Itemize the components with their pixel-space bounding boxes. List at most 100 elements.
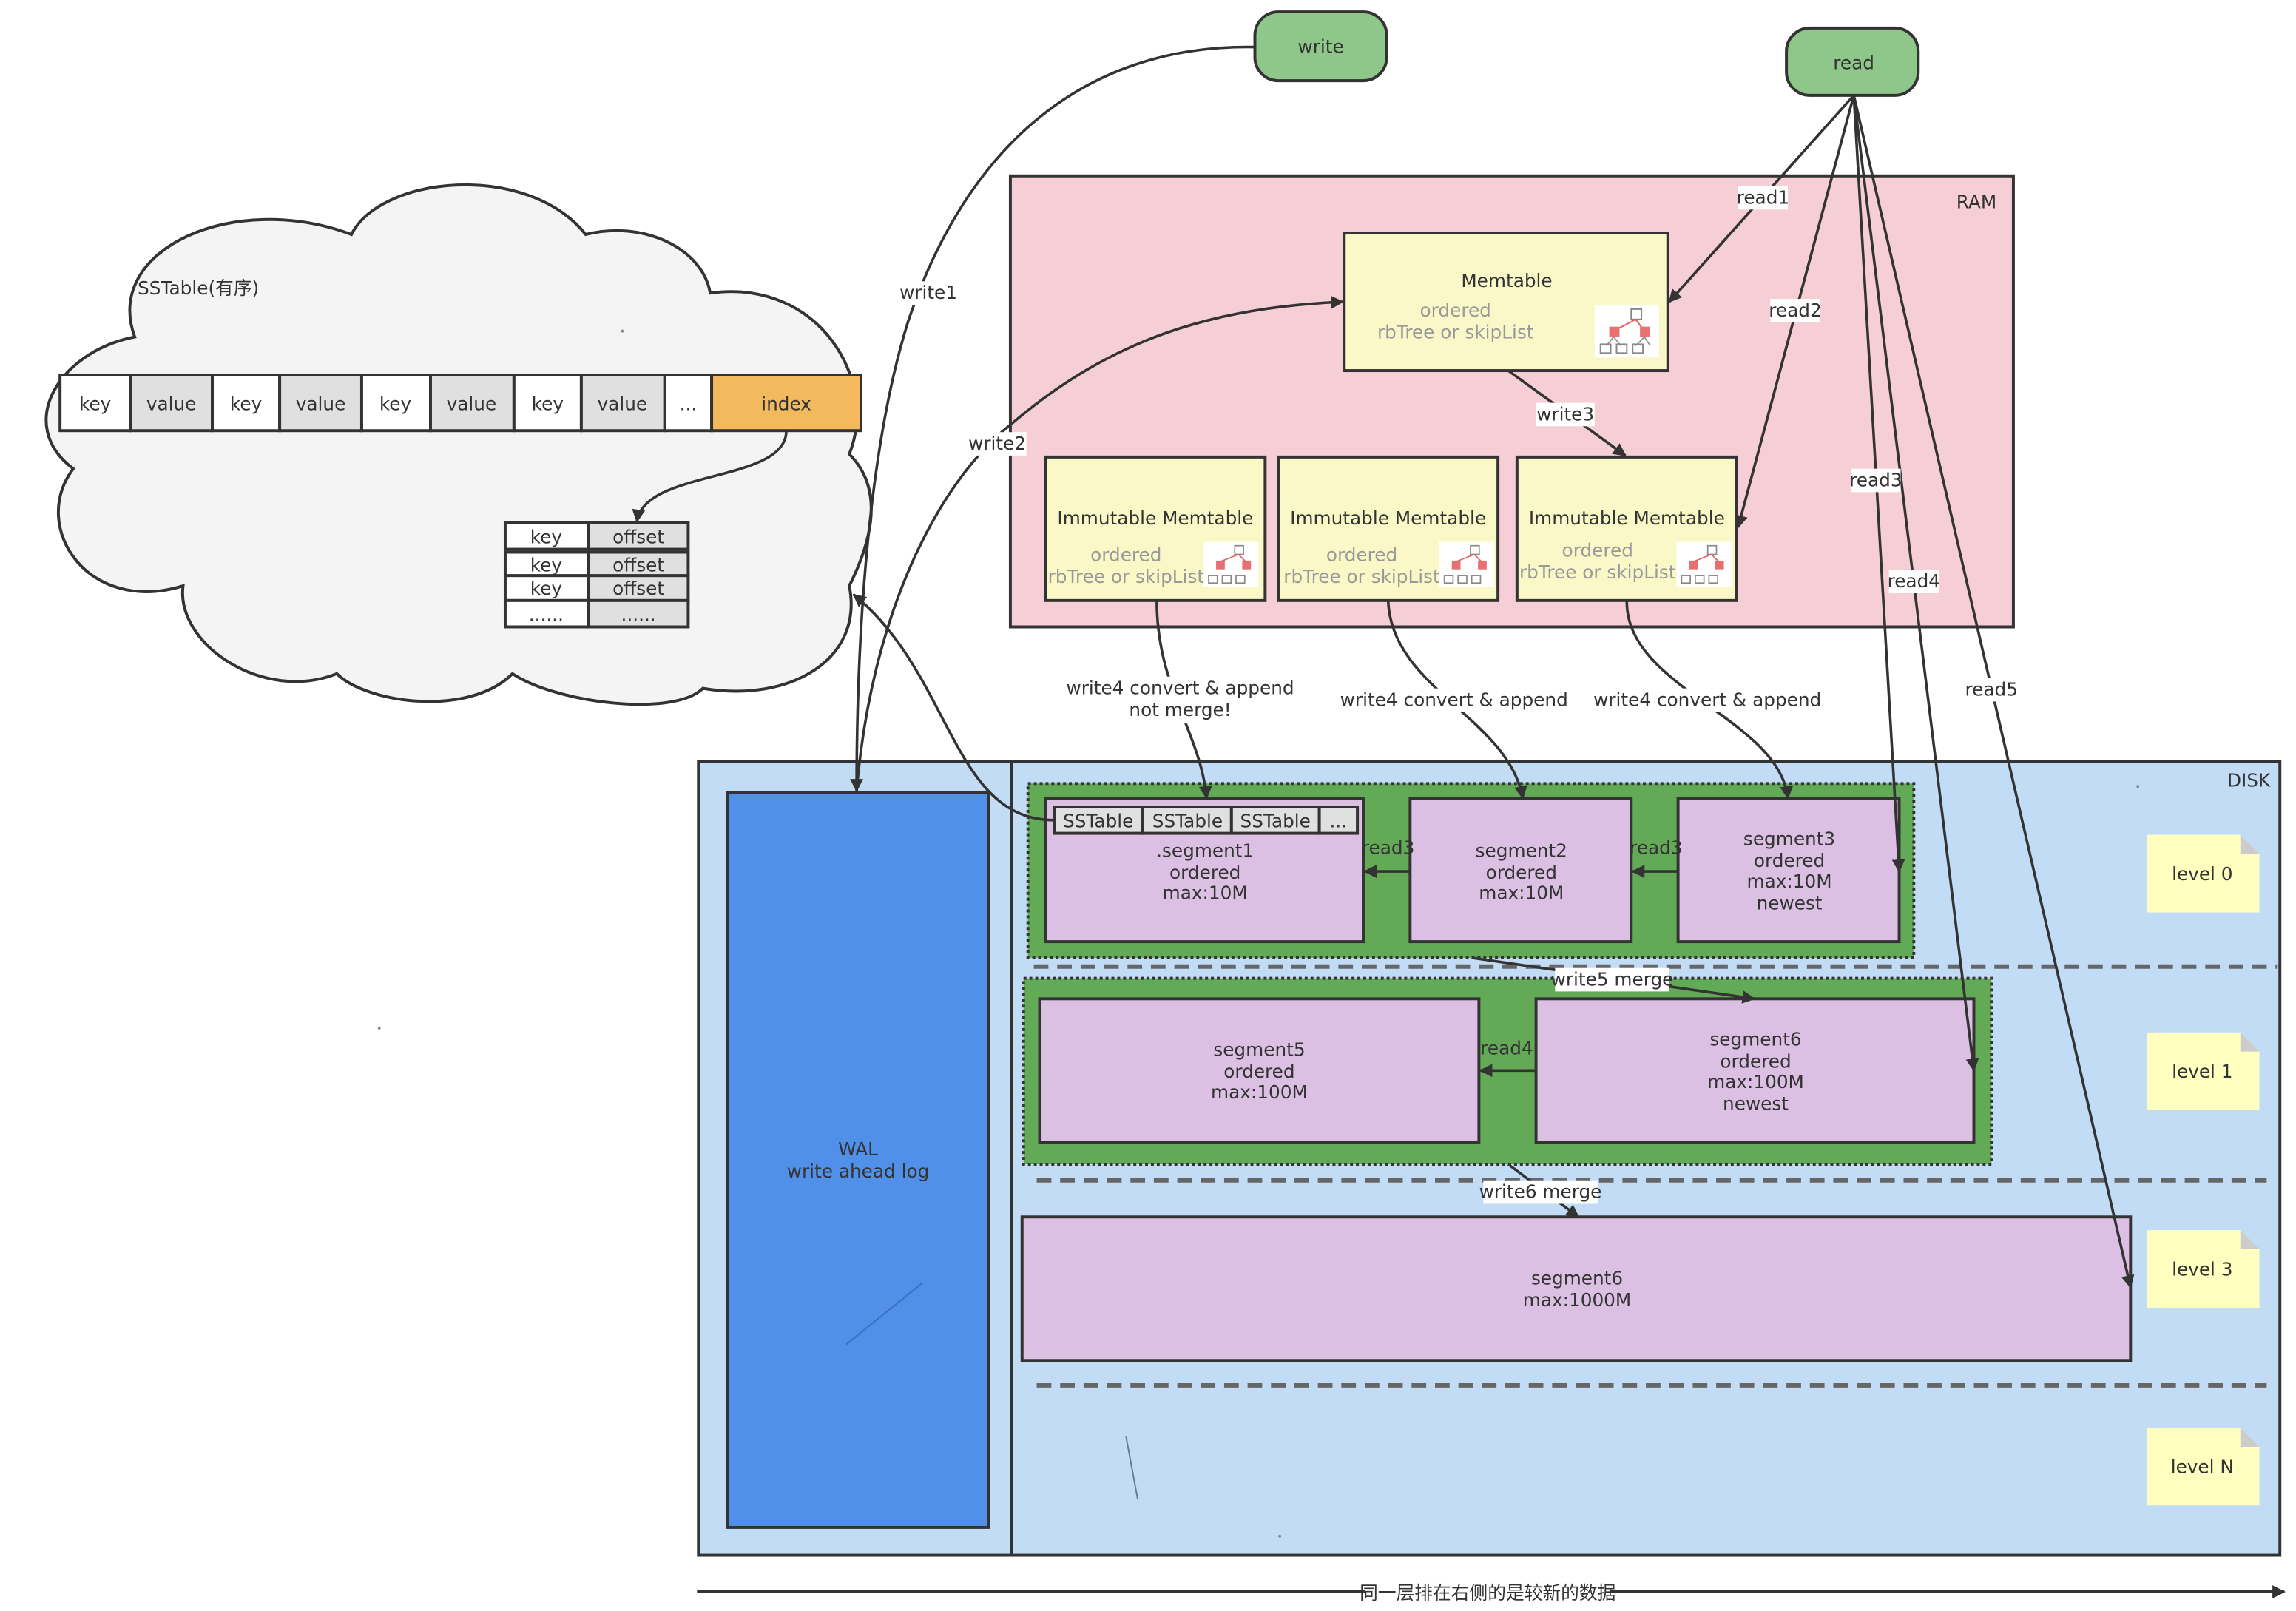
tree-icon <box>1203 541 1259 587</box>
sstable-row: key value key value key value key value … <box>58 374 862 433</box>
label-write5: write5 merge <box>1551 968 1674 990</box>
immutable-line2: rbTree or skipList <box>1519 561 1676 583</box>
sstable-strip: SSTable SSTable SSTable ... <box>1053 806 1360 835</box>
cell-key-text: key <box>79 394 111 415</box>
segment6-level3[interactable]: segment6 max:1000M <box>1020 1215 2133 1362</box>
edge-labels: write1 write2 write3 write4 convert & ap… <box>899 186 2018 1204</box>
index-text: ...... <box>529 604 564 626</box>
cell-key <box>211 374 282 433</box>
cell-key <box>58 374 132 433</box>
label-read4-a: read4 <box>1480 1038 1533 1059</box>
label-write4-b: write4 convert & append <box>1340 689 1568 710</box>
cell-index-text: index <box>761 394 811 415</box>
memtable-line1: ordered <box>1420 300 1491 321</box>
level-note-1: level 1 <box>2147 1032 2260 1110</box>
immutable-line1: ordered <box>1090 544 1161 565</box>
cell-value-text: value <box>146 394 197 415</box>
read-node-label: read <box>1833 52 1874 73</box>
segment6-level1[interactable]: segment6 ordered max:100M newest <box>1534 997 1976 1144</box>
cell-value <box>579 374 666 433</box>
ram-region: RAM Memtable ordered rbTree or skipList … <box>1008 174 2015 629</box>
index-key-cell <box>503 598 590 629</box>
index-offset-cell <box>587 521 690 551</box>
stray-line <box>1125 1436 1139 1500</box>
segment5[interactable]: segment5 ordered max:100M <box>1038 997 1481 1144</box>
label-read3: read3 <box>1849 469 1902 490</box>
index-edge <box>632 430 788 523</box>
label-write4-c: write4 convert & append <box>1593 689 1821 710</box>
write-node[interactable]: write <box>1253 10 1388 83</box>
tree-icon <box>1439 541 1494 587</box>
segment2[interactable]: segment2 ordered max:10M <box>1408 797 1633 944</box>
tree-icon <box>1594 304 1659 358</box>
memtable-line2: rbTree or skipList <box>1377 322 1534 343</box>
cell-key <box>359 374 432 433</box>
immutable-memtable-3[interactable]: Immutable Memtable ordered rbTree or ski… <box>1515 455 1738 602</box>
tree-icon <box>1676 541 1732 587</box>
level-note-3: level 3 <box>2147 1230 2260 1308</box>
disk-label: DISK <box>2227 769 2271 791</box>
index-text: key <box>530 578 562 599</box>
cell-value <box>129 374 215 433</box>
segment-line: ordered <box>1169 862 1240 883</box>
cloud-shape <box>44 183 873 706</box>
immutable-line2: rbTree or skipList <box>1283 566 1440 587</box>
cell-index <box>710 374 862 433</box>
sstable-cell: SSTable <box>1152 811 1223 832</box>
level-note-0: level 0 <box>2147 834 2260 913</box>
wal-block[interactable]: WAL write ahead log <box>726 791 990 1529</box>
label-read3-a: read3 <box>1362 837 1414 858</box>
immutable-line2: rbTree or skipList <box>1048 566 1205 587</box>
label-write2: write2 <box>968 433 1026 454</box>
cell-ellipsis-text: ... <box>680 394 698 415</box>
stray-dot <box>1278 1534 1282 1538</box>
segment-line: segment6 <box>1709 1029 1801 1050</box>
level0-group: SSTable SSTable SSTable ... .segment1 or… <box>1026 782 1916 959</box>
segment-line: max:100M <box>1211 1081 1308 1103</box>
cell-key-text: key <box>379 394 411 415</box>
index-table: key offset key offset key offset ...... … <box>503 521 690 629</box>
label-read3-b: read3 <box>1630 837 1682 858</box>
segment-line: .segment1 <box>1156 840 1254 861</box>
write-node-label: write <box>1297 36 1343 57</box>
index-text: ...... <box>621 604 656 626</box>
level-note-text: level N <box>2171 1456 2234 1478</box>
memtable[interactable]: Memtable ordered rbTree or skipList <box>1343 232 1669 373</box>
immutable-line1: ordered <box>1562 539 1633 561</box>
level-note-text: level 1 <box>2172 1061 2232 1082</box>
edge-segment-to-sstable <box>852 593 1055 822</box>
index-text: offset <box>612 554 664 575</box>
index-text: offset <box>612 527 664 548</box>
wal-title: WAL <box>838 1138 878 1160</box>
segment-line: max:10M <box>1163 882 1248 904</box>
cloud-dot <box>621 329 624 333</box>
cell-key-text: key <box>230 394 262 415</box>
segment1[interactable]: SSTable SSTable SSTable ... .segment1 or… <box>1044 797 1365 944</box>
segment-line: ordered <box>1720 1050 1791 1072</box>
edge-write2 <box>855 295 1345 791</box>
index-offset-cell <box>587 550 690 578</box>
ram-label: RAM <box>1956 191 1996 212</box>
immutable-title: Immutable Memtable <box>1057 507 1253 529</box>
disk-region: DISK WAL write ahead log SSTable SSTable <box>697 760 2282 1557</box>
immutable-memtable-2[interactable]: Immutable Memtable ordered rbTree or ski… <box>1277 455 1500 602</box>
level-note-text: level 0 <box>2172 863 2232 885</box>
segment3[interactable]: segment3 ordered max:10M newest <box>1676 797 1901 944</box>
segment-line: max:100M <box>1707 1071 1804 1092</box>
immutable-title: Immutable Memtable <box>1290 507 1486 529</box>
label-write3: write3 <box>1536 403 1594 425</box>
index-text: offset <box>612 578 664 599</box>
segment-line: max:10M <box>1479 882 1564 904</box>
cell-ellipsis <box>663 374 714 433</box>
immutable-memtable-1[interactable]: Immutable Memtable ordered rbTree or ski… <box>1044 455 1267 602</box>
sstable-cell: ... <box>1330 811 1348 832</box>
segment-line: max:10M <box>1747 871 1832 892</box>
read-node[interactable]: read <box>1785 26 1920 97</box>
cell-value-text: value <box>296 394 346 415</box>
label-write4-a-line1: write4 convert & append <box>1067 678 1294 699</box>
wal-stray-line <box>845 1282 923 1345</box>
level-note-text: level 3 <box>2172 1258 2232 1280</box>
segment-line: segment6 <box>1531 1267 1623 1289</box>
immutable-line1: ordered <box>1326 544 1397 565</box>
